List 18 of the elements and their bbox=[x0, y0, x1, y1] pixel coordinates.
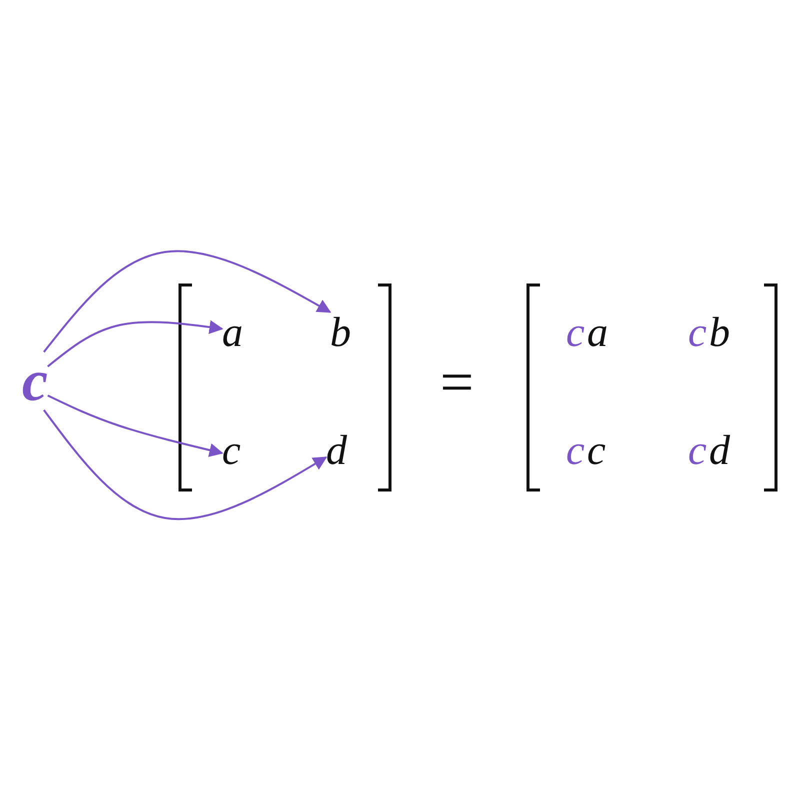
scalar-symbol: c bbox=[22, 352, 48, 410]
matrix-entry: b bbox=[709, 312, 730, 354]
arrow bbox=[43, 409, 328, 520]
scalar-symbol: c bbox=[566, 430, 585, 472]
equals-sign: = bbox=[440, 352, 474, 412]
matrix-entry: a bbox=[587, 312, 608, 354]
arrow bbox=[43, 250, 332, 353]
matrix-entry: b bbox=[330, 312, 351, 354]
scalar-symbol: c bbox=[688, 312, 707, 354]
matrix-entry: c bbox=[222, 430, 241, 472]
matrix-entry: c bbox=[587, 430, 606, 472]
scalar-symbol: c bbox=[688, 430, 707, 472]
arrow bbox=[47, 394, 224, 457]
arrow bbox=[47, 320, 224, 368]
matrix-entry: a bbox=[222, 312, 243, 354]
scalar-symbol: c bbox=[566, 312, 585, 354]
matrix-entry: d bbox=[709, 430, 730, 472]
matrix-entry: d bbox=[326, 430, 347, 472]
